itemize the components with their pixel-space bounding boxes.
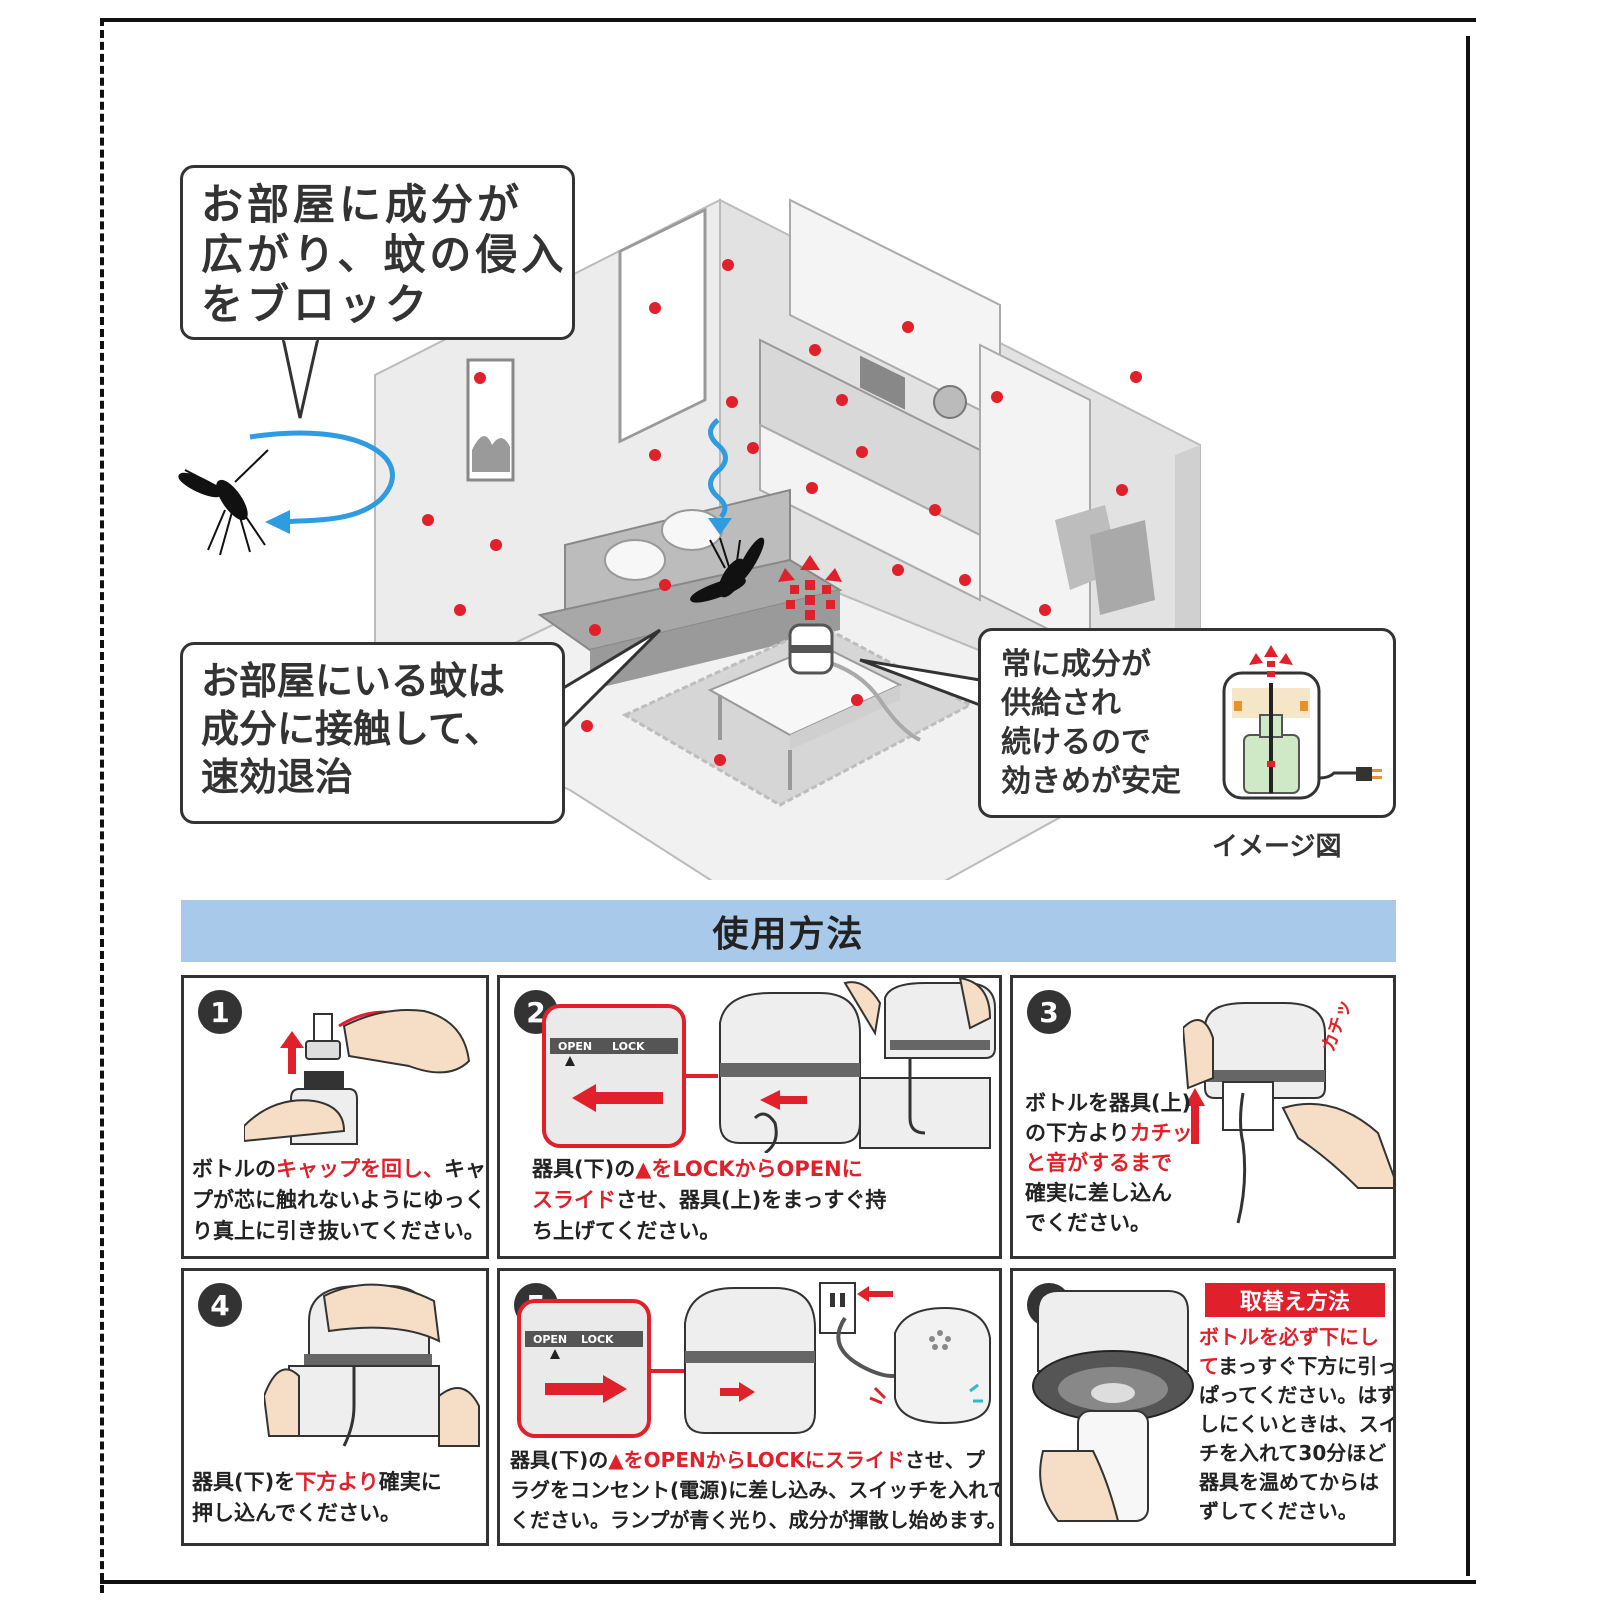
bubble-spread-line: お部屋に成分が — [201, 180, 524, 229]
step-2-panel: 2 OPEN LOCK 器具(下)の▲をLOCKからOPENに スライドさせ、器… — [497, 975, 1002, 1259]
bubble-kill: お部屋にいる蚊は 成分に接触して、 速効退治 — [180, 642, 565, 824]
step-text-line: ち上げてください。 — [532, 1219, 721, 1243]
step-6-panel: 6 取替え方法 ボトルを必ず下にし てまっすぐ下方に引っ ぱってください。はず … — [1010, 1268, 1396, 1546]
step-text-line: チを入れて30分ほど — [1199, 1441, 1387, 1465]
step-1-panel: 1 ボトルのキャップを回し、キャッ プが芯に触れないようにゆっく り真上に引き抜… — [181, 975, 489, 1259]
step-text-line: 確実に差し込ん — [1025, 1181, 1172, 1205]
page-border-right — [1466, 36, 1470, 1576]
lock-label: LOCK — [612, 1040, 645, 1053]
room-illustration — [178, 198, 1203, 880]
step-text-line: り真上に引き抜いてください。 — [192, 1219, 485, 1243]
insert-bottle-illustration: カチッ — [1183, 998, 1393, 1224]
device-cutaway-icon — [1222, 645, 1382, 800]
mosquito-icon — [178, 449, 269, 556]
lock-label: LOCK — [581, 1333, 614, 1346]
page-border-top — [100, 18, 1476, 22]
step-text-line: プが芯に触れないようにゆっく — [192, 1188, 486, 1212]
step-2-instructions: 器具(下)の▲をLOCKからOPENに スライドさせ、器具(上)をまっすぐ持 ち… — [532, 1154, 886, 1247]
open-label: OPEN — [533, 1333, 567, 1346]
step-number: 4 — [198, 1283, 242, 1327]
step-text-line: てまっすぐ下方に引っ — [1199, 1354, 1396, 1378]
bubble-supply-line: 続けるので — [1001, 725, 1151, 760]
step-text-line: スライドさせ、器具(上)をまっすぐ持 — [532, 1188, 887, 1212]
step-text-line: 器具(下)の▲をOPENからLOCKにスライドさせ、プ — [510, 1448, 985, 1472]
mosquito-dying-icon — [690, 537, 765, 603]
step-text-line: 器具を温めてからは — [1199, 1470, 1379, 1494]
bubble-spread: お部屋に成分が 広がり、蚊の侵入 をブロック — [180, 165, 575, 340]
bubble-supply-line: 供給され — [1001, 686, 1121, 721]
step-text-line: の下方よりカチッ — [1025, 1121, 1193, 1145]
step-text-line: でください。 — [1025, 1211, 1151, 1235]
replace-method-title: 取替え方法 — [1205, 1283, 1385, 1317]
step-text-line: ボトルを器具(上) — [1025, 1091, 1192, 1115]
image-caption: イメージ図 — [1212, 832, 1342, 862]
step-4-panel: 4 器具(下)を下方より確実に 押し込んでください。 — [181, 1268, 489, 1546]
bubble-kill-line: 成分に接触して、 — [201, 707, 502, 751]
page-border-bottom — [100, 1580, 1476, 1584]
bubble-spread-line: をブロック — [201, 280, 432, 329]
step-5-panel: 5 OPEN LOCK 器具(下)の▲をOPENからLOCKにスライドさせ、プ … — [497, 1268, 1002, 1546]
slide-lock-plugin-illustration: OPEN LOCK — [517, 1282, 991, 1438]
bubble-kill-line: お部屋にいる蚊は — [201, 659, 506, 703]
press-down-illustration — [264, 1283, 480, 1447]
step-text-line: 器具(下)の▲をLOCKからOPENに — [532, 1157, 863, 1181]
step-text-line: 器具(下)を下方より確実に — [192, 1470, 442, 1494]
usage-heading: 使用方法 — [181, 900, 1396, 962]
bubble-tails — [281, 335, 983, 734]
step-text-line: ボトルを必ず下にし — [1199, 1325, 1379, 1349]
step-5-instructions: 器具(下)の▲をOPENからLOCKにスライドさせ、プ ラグをコンセント(電源)… — [510, 1445, 1002, 1535]
step-6-instructions: ボトルを必ず下にし てまっすぐ下方に引っ ぱってください。はず しにくいときは、… — [1199, 1323, 1396, 1526]
replace-bottle-illustration — [1032, 1290, 1194, 1522]
step-number: 1 — [198, 990, 242, 1034]
step-1-instructions: ボトルのキャップを回し、キャッ プが芯に触れないようにゆっく り真上に引き抜いて… — [192, 1154, 486, 1247]
step-3-instructions: ボトルを器具(上) の下方よりカチッ と音がするまで 確実に差し込ん でください… — [1025, 1088, 1193, 1238]
step-text-line: ください。ランプが青く光り、成分が揮散し始めます。 — [510, 1508, 1002, 1532]
bubble-supply-line: 効きめが安定 — [1001, 764, 1181, 799]
bubble-supply-line: 常に成分が — [1001, 647, 1151, 682]
remove-cap-illustration — [244, 1009, 471, 1145]
step-text-line: ボトルのキャップを回し、キャッ — [192, 1157, 486, 1181]
bubble-spread-line: 広がり、蚊の侵入 — [201, 230, 568, 279]
bubble-supply: 常に成分が 供給され 続けるので 効きめが安定 — [978, 628, 1396, 818]
step-number: 3 — [1027, 990, 1071, 1034]
step-text-line: しにくいときは、スイッ — [1199, 1412, 1393, 1436]
step-text-line: と音がするまで — [1025, 1151, 1172, 1175]
step-3-panel: 3 カチッ ボトルを器具(上) の下方よりカチッ と音がするまで 確実に差し込ん… — [1010, 975, 1396, 1259]
slide-open-illustration: OPEN LOCK — [542, 978, 996, 1153]
bubble-kill-line: 速効退治 — [201, 755, 354, 799]
step-text-line: ラグをコンセント(電源)に差し込み、スイッチを入れて — [510, 1478, 1002, 1502]
step-4-instructions: 器具(下)を下方より確実に 押し込んでください。 — [192, 1467, 442, 1529]
step-text-line: ずしてください。 — [1199, 1499, 1358, 1523]
page-border-left — [100, 18, 104, 1593]
step-text-line: ぱってください。はず — [1199, 1383, 1396, 1407]
step-text-line: 押し込んでください。 — [192, 1501, 401, 1525]
open-label: OPEN — [558, 1040, 592, 1053]
